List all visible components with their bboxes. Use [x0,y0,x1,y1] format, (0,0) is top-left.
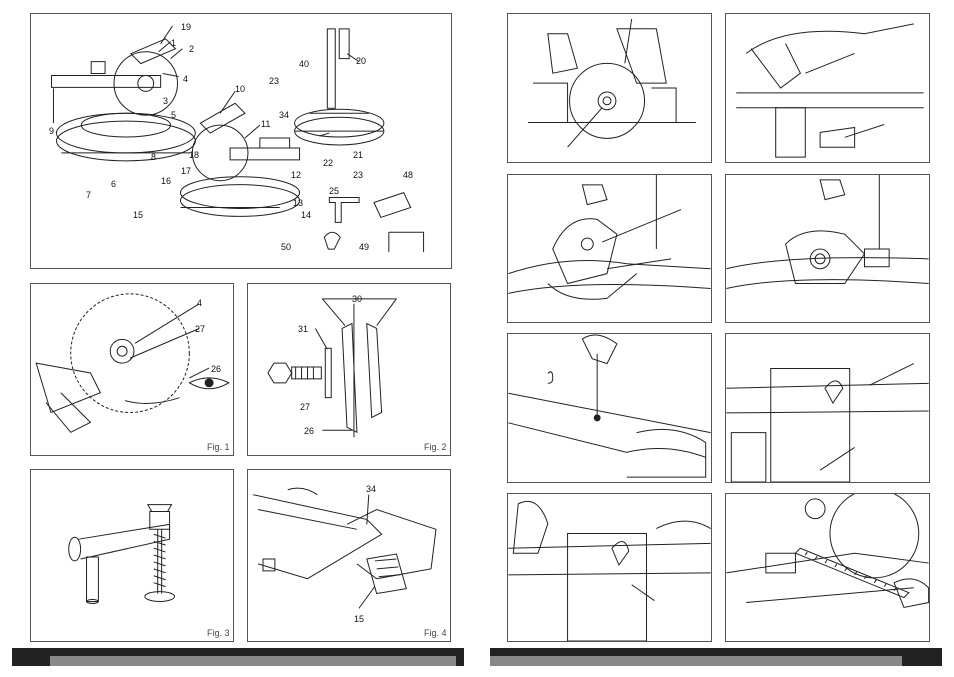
callout-23a: 23 [269,76,279,86]
right-photo-guard-lever [725,13,930,163]
fig2-label: Fig. 2 [424,442,447,452]
fig1-callout-4: 4 [197,298,202,308]
fence-hand-drawing [508,494,711,641]
callout-8: 8 [151,152,156,162]
fig4-callout-15: 15 [354,614,364,624]
fig2-callout-31: 31 [298,324,308,334]
table-screw-drawing [508,334,711,482]
callout-3: 3 [163,96,168,106]
callout-11: 11 [261,119,270,129]
right-photo-table-screw [507,333,712,483]
callout-17: 17 [181,166,191,176]
right-photo-blade-hub [507,13,712,163]
fig1-label: Fig. 1 [207,442,230,452]
fig2-panel: 30 31 27 26 Fig. 2 [247,283,451,456]
callout-15: 15 [133,210,143,220]
lock-knob-hand-drawing [508,175,711,322]
callout-21: 21 [353,150,363,160]
callout-9: 9 [49,126,54,136]
callout-19: 19 [181,22,191,32]
callout-25: 25 [329,186,339,196]
callout-18: 18 [189,150,199,160]
callout-23b: 23 [353,170,363,180]
callout-12: 12 [291,170,301,180]
right-photo-lock-knob [725,174,930,323]
fig4-panel: 34 15 Fig. 4 [247,469,451,642]
fig1-panel: 4 27 26 Fig. 1 [30,283,234,456]
callout-10: 10 [235,84,245,94]
overview-diagram-panel: 19 1 2 4 3 5 9 8 6 7 10 18 17 16 15 11 1… [30,13,452,269]
callout-13: 13 [293,198,303,208]
callout-50: 50 [281,242,291,252]
fig3-label: Fig. 3 [207,628,230,638]
right-photo-lock-knob-hand [507,174,712,323]
callout-2: 2 [189,44,194,54]
guard-lever-drawing [726,14,929,162]
fig2-callout-27: 27 [300,402,310,412]
fig4-label: Fig. 4 [424,628,447,638]
fig3-panel: Fig. 3 [30,469,234,642]
footer-bar-right [490,648,942,666]
callout-4: 4 [183,74,188,84]
fig4-callout-34: 34 [366,484,376,494]
bevel-scale-drawing [726,494,929,641]
callout-22: 22 [323,158,333,168]
callout-6: 6 [111,179,116,189]
callout-49: 49 [359,242,369,252]
fig3-drawing [31,470,233,641]
blade-hub-drawing [508,14,711,162]
right-photo-bevel-scale [725,493,930,642]
footer-bar-left-inner [50,656,456,666]
callout-14: 14 [301,210,311,220]
fig1-callout-27: 27 [195,324,205,334]
fence-drawing [726,334,929,482]
callout-40: 40 [299,59,309,69]
callout-20: 20 [356,56,366,66]
fig1-drawing [31,284,233,455]
fig4-drawing [248,470,450,641]
fig1-callout-26: 26 [211,364,221,374]
callout-1: 1 [171,38,176,48]
footer-bar-left [12,648,464,666]
callout-16: 16 [161,176,171,186]
fig2-callout-26: 26 [304,426,314,436]
callout-7: 7 [86,190,91,200]
fig2-drawing [248,284,450,455]
footer-bar-right-inner [490,656,902,666]
right-photo-fence [725,333,930,483]
callout-48: 48 [403,170,413,180]
right-photo-fence-hand [507,493,712,642]
lock-knob-drawing [726,175,929,322]
overview-drawing [31,14,451,268]
fig2-callout-30: 30 [352,294,362,304]
callout-5: 5 [171,110,176,120]
callout-34: 34 [279,110,289,120]
